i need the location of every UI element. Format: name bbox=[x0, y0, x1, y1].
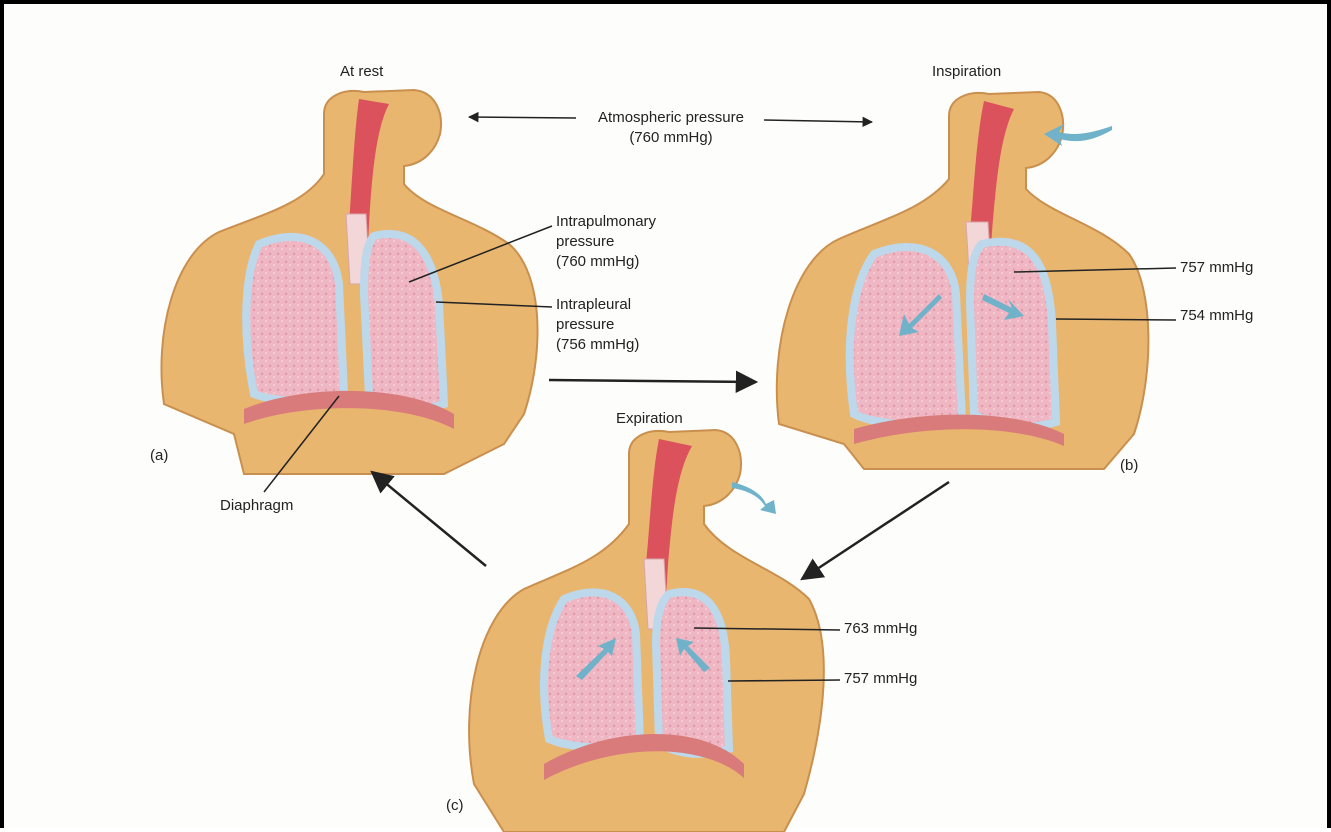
leader-c-pleural bbox=[728, 680, 840, 681]
panel-b-title: Inspiration bbox=[932, 62, 1001, 82]
torso-expiration bbox=[469, 430, 824, 832]
right-lung bbox=[970, 242, 1056, 427]
panel-c-tag: (c) bbox=[446, 796, 464, 816]
intrapulmonary-name: Intrapulmonary bbox=[556, 212, 656, 232]
intrapulmonary-word: pressure bbox=[556, 232, 656, 252]
air-out-arrow bbox=[732, 482, 776, 514]
panel-b-tag: (b) bbox=[1120, 456, 1138, 476]
inspiration-intrapleural-value: 754 mmHg bbox=[1180, 306, 1253, 326]
intrapleural-label: Intrapleural pressure (756 mmHg) bbox=[556, 295, 639, 355]
left-lung bbox=[850, 247, 962, 424]
atmospheric-name: Atmospheric pressure bbox=[578, 108, 764, 128]
intrapulmonary-value: (760 mmHg) bbox=[556, 252, 656, 272]
panel-c-title: Expiration bbox=[616, 409, 683, 429]
panel-a-title: At rest bbox=[340, 62, 383, 82]
diaphragm-label: Diaphragm bbox=[220, 496, 293, 516]
panel-a-tag: (a) bbox=[150, 446, 168, 466]
intrapulmonary-label: Intrapulmonary pressure (760 mmHg) bbox=[556, 212, 656, 272]
intrapleural-value: (756 mmHg) bbox=[556, 335, 639, 355]
intrapleural-name: Intrapleural bbox=[556, 295, 639, 315]
expiration-intrapleural-value: 757 mmHg bbox=[844, 669, 917, 689]
expiration-intrapulmonary-value: 763 mmHg bbox=[844, 619, 917, 639]
right-lung bbox=[656, 592, 729, 754]
inspiration-intrapulmonary-value: 757 mmHg bbox=[1180, 258, 1253, 278]
atmospheric-value: (760 mmHg) bbox=[578, 128, 764, 148]
intrapleural-word: pressure bbox=[556, 315, 639, 335]
right-lung bbox=[364, 234, 444, 408]
leader-b-pleural bbox=[1056, 319, 1176, 320]
atmospheric-pressure-label: Atmospheric pressure (760 mmHg) bbox=[578, 108, 764, 148]
left-lung bbox=[544, 592, 640, 747]
cycle-arrow-expiration-to-rest bbox=[372, 472, 486, 566]
cycle-arrow-rest-to-inspiration bbox=[549, 380, 756, 382]
cycle-arrow-inspiration-to-expiration bbox=[802, 482, 949, 579]
torso-at-rest bbox=[161, 90, 537, 474]
torso-body bbox=[469, 430, 824, 832]
atmospheric-arrow-left bbox=[469, 117, 576, 118]
left-lung bbox=[246, 237, 344, 401]
atmospheric-arrow-right bbox=[764, 120, 872, 122]
torso-inspiration bbox=[777, 92, 1149, 469]
